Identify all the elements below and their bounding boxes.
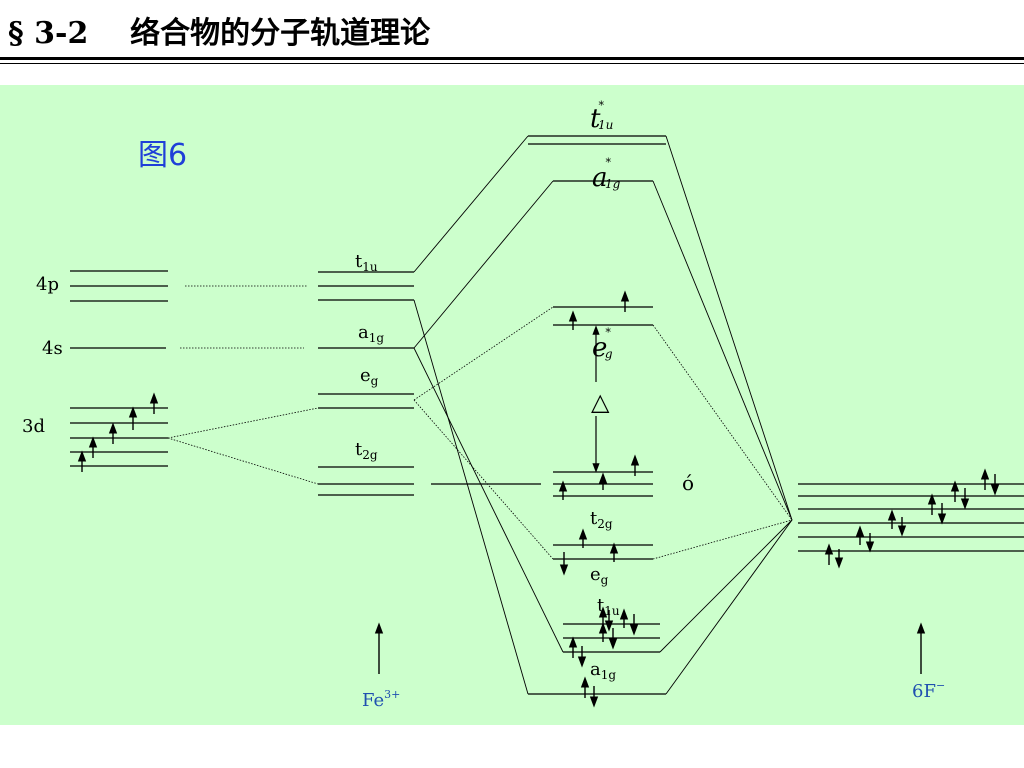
- header-rule-thick: [0, 57, 1024, 60]
- label-eg: eg: [590, 564, 609, 587]
- label-3d: 3d: [22, 416, 45, 437]
- 3d-electrons: [77, 392, 159, 472]
- label-a1g-star: a*1g: [592, 156, 621, 193]
- sigma-symbol: ó: [682, 471, 694, 495]
- dotted-connectors: [167, 285, 319, 485]
- ligand-correlation-lines: [652, 135, 793, 695]
- label-metal-t2g: t2g: [355, 439, 378, 462]
- section-title: 络合物的分子轨道理论: [130, 16, 431, 51]
- label-4p: 4p: [36, 274, 59, 295]
- ligand-levels: [798, 483, 1024, 552]
- metal-correlation-dotted: [413, 306, 554, 560]
- ligand-correlation-dotted: [652, 324, 793, 560]
- label-t1u-star: t*1u: [590, 99, 613, 134]
- metal-symmetry-levels: [318, 271, 414, 496]
- label-4s: 4s: [42, 338, 63, 359]
- diagram-panel: [0, 85, 1024, 725]
- metal-ao-levels: [70, 270, 168, 467]
- header: § 3-2 络合物的分子轨道理论: [0, 0, 1024, 64]
- label-t2g: t2g: [590, 508, 613, 531]
- metal-ion-label: Fe3+: [362, 688, 400, 711]
- metal-correlation-lines: [413, 135, 564, 695]
- ligand-label: 6F−: [912, 679, 945, 702]
- mo-levels: [431, 135, 666, 695]
- label-a1g: a1g: [590, 659, 616, 682]
- header-rule-thin: [0, 63, 1024, 64]
- label-t1u: t1u: [597, 595, 620, 618]
- delta-symbol: △: [591, 388, 610, 416]
- label-metal-eg: eg: [360, 365, 379, 388]
- section-number: § 3-2: [8, 16, 89, 51]
- mo-electrons: [558, 290, 640, 708]
- label-metal-a1g: a1g: [358, 322, 384, 345]
- bottom-arrows: [374, 622, 926, 674]
- label-metal-t1u: t1u: [355, 251, 378, 274]
- page-title: § 3-2 络合物的分子轨道理论: [8, 8, 430, 52]
- label-eg-star: e*g: [592, 326, 613, 363]
- figure-label: 图6: [138, 138, 187, 173]
- ligand-electrons: [824, 468, 1000, 569]
